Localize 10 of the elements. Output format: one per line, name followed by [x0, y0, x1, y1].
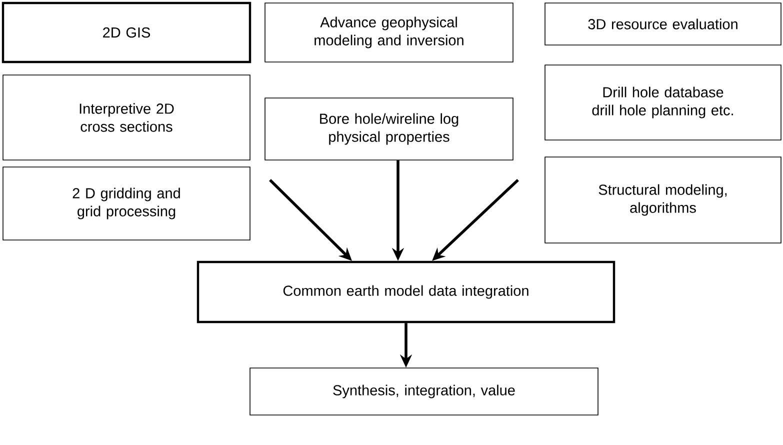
- text-box: Bore hole/wireline log physical properties: [264, 98, 514, 160]
- text-box: Synthesis, integration, value: [250, 368, 598, 416]
- text-box: 2D GIS: [2, 2, 252, 64]
- text-box: Common earth model data integration: [196, 260, 616, 324]
- text-box: Drill hole database drill hole planning etc.: [544, 64, 782, 140]
- text-box: 2 D gridding and grid processing: [2, 166, 250, 240]
- text-box: Advance geophysical modeling and inversion: [264, 2, 514, 62]
- text-box: Interpretive 2D cross sections: [2, 74, 250, 160]
- text-box: 3D resource evaluation: [544, 2, 782, 46]
- text-box: Structural modeling, algorithms: [544, 156, 782, 244]
